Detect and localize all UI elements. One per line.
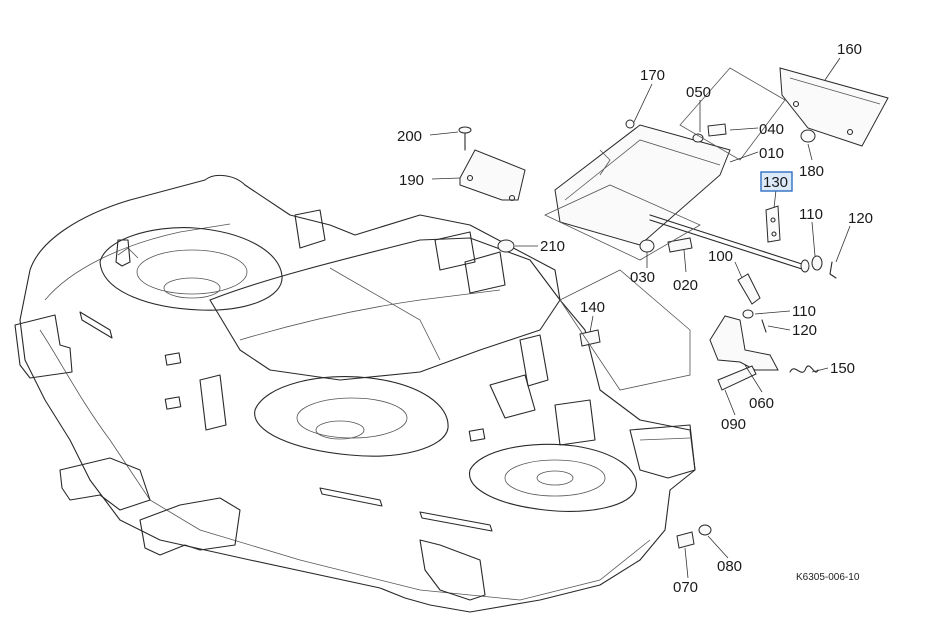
svg-text:080: 080 bbox=[717, 558, 742, 575]
nut-030 bbox=[639, 239, 655, 253]
svg-text:090: 090 bbox=[721, 416, 746, 433]
callout-090[interactable]: 090 bbox=[719, 414, 751, 434]
svg-text:130: 130 bbox=[763, 174, 788, 191]
svg-text:190: 190 bbox=[399, 172, 424, 189]
callout-190[interactable]: 190 bbox=[397, 170, 429, 190]
svg-text:170: 170 bbox=[640, 67, 665, 84]
pin-120a bbox=[829, 261, 837, 279]
callout-180[interactable]: 180 bbox=[797, 160, 829, 180]
assembly-guide-box bbox=[679, 67, 786, 161]
callout-110-upper[interactable]: 110 bbox=[797, 204, 829, 224]
callout-170[interactable]: 170 bbox=[638, 64, 670, 84]
callout-120-lower[interactable]: 120 bbox=[790, 320, 822, 340]
handle-090 bbox=[717, 365, 757, 391]
rod-shaft bbox=[649, 214, 810, 273]
bolt-170 bbox=[625, 119, 635, 129]
bolt-020 bbox=[667, 237, 693, 253]
assembly-guide-box bbox=[559, 269, 691, 391]
washer-110a bbox=[811, 255, 823, 271]
nut-180 bbox=[800, 129, 816, 143]
callout-150[interactable]: 150 bbox=[828, 358, 860, 378]
link-100 bbox=[737, 273, 761, 305]
callout-070[interactable]: 070 bbox=[671, 577, 703, 597]
screw-200 bbox=[458, 126, 472, 151]
bolt-140 bbox=[579, 329, 601, 347]
lever-arm-060 bbox=[709, 315, 779, 371]
callout-010[interactable]: 010 bbox=[757, 142, 789, 162]
flap-cover-160 bbox=[779, 67, 889, 147]
callout-130[interactable]: 130 bbox=[760, 171, 793, 192]
svg-text:160: 160 bbox=[837, 41, 862, 58]
leader-lines bbox=[429, 57, 851, 579]
svg-text:180: 180 bbox=[799, 163, 824, 180]
svg-text:010: 010 bbox=[759, 145, 784, 162]
callout-030[interactable]: 030 bbox=[628, 267, 660, 287]
svg-text:070: 070 bbox=[673, 579, 698, 596]
bracket-190 bbox=[459, 149, 526, 202]
callout-060[interactable]: 060 bbox=[747, 393, 779, 413]
svg-text:200: 200 bbox=[397, 128, 422, 145]
assembly-guide-box bbox=[544, 184, 701, 261]
callout-110-lower[interactable]: 110 bbox=[790, 301, 822, 321]
svg-text:050: 050 bbox=[686, 84, 711, 101]
guard-cover-010 bbox=[554, 124, 731, 246]
svg-text:120: 120 bbox=[848, 210, 873, 227]
callout-080[interactable]: 080 bbox=[715, 556, 747, 576]
clip-130 bbox=[765, 205, 781, 243]
svg-text:100: 100 bbox=[708, 248, 733, 265]
svg-text:020: 020 bbox=[673, 277, 698, 294]
svg-text:210: 210 bbox=[540, 238, 565, 255]
svg-text:030: 030 bbox=[630, 269, 655, 286]
bolt-070 bbox=[676, 531, 695, 549]
svg-text:120: 120 bbox=[792, 322, 817, 339]
callout-100[interactable]: 100 bbox=[706, 246, 738, 266]
callout-120-upper[interactable]: 120 bbox=[846, 208, 878, 228]
pin-120b bbox=[761, 319, 767, 333]
svg-text:060: 060 bbox=[749, 395, 774, 412]
callout-160[interactable]: 160 bbox=[835, 38, 867, 58]
callout-210[interactable]: 210 bbox=[538, 236, 570, 256]
svg-text:040: 040 bbox=[759, 121, 784, 138]
nut-210 bbox=[497, 239, 515, 253]
drawing-code: K6305-006-10 bbox=[796, 572, 860, 583]
washer-110b bbox=[742, 309, 754, 319]
svg-text:110: 110 bbox=[792, 303, 816, 320]
washer-080 bbox=[698, 524, 712, 536]
bolt-040 bbox=[707, 123, 727, 137]
callout-050[interactable]: 050 bbox=[684, 82, 716, 102]
svg-text:110: 110 bbox=[799, 206, 823, 223]
callout-140[interactable]: 140 bbox=[578, 297, 610, 317]
callout-020[interactable]: 020 bbox=[671, 275, 703, 295]
svg-text:140: 140 bbox=[580, 299, 605, 316]
callout-200[interactable]: 200 bbox=[395, 126, 427, 146]
svg-text:150: 150 bbox=[830, 360, 855, 377]
callout-040[interactable]: 040 bbox=[757, 118, 789, 138]
mower-deck bbox=[14, 174, 696, 613]
